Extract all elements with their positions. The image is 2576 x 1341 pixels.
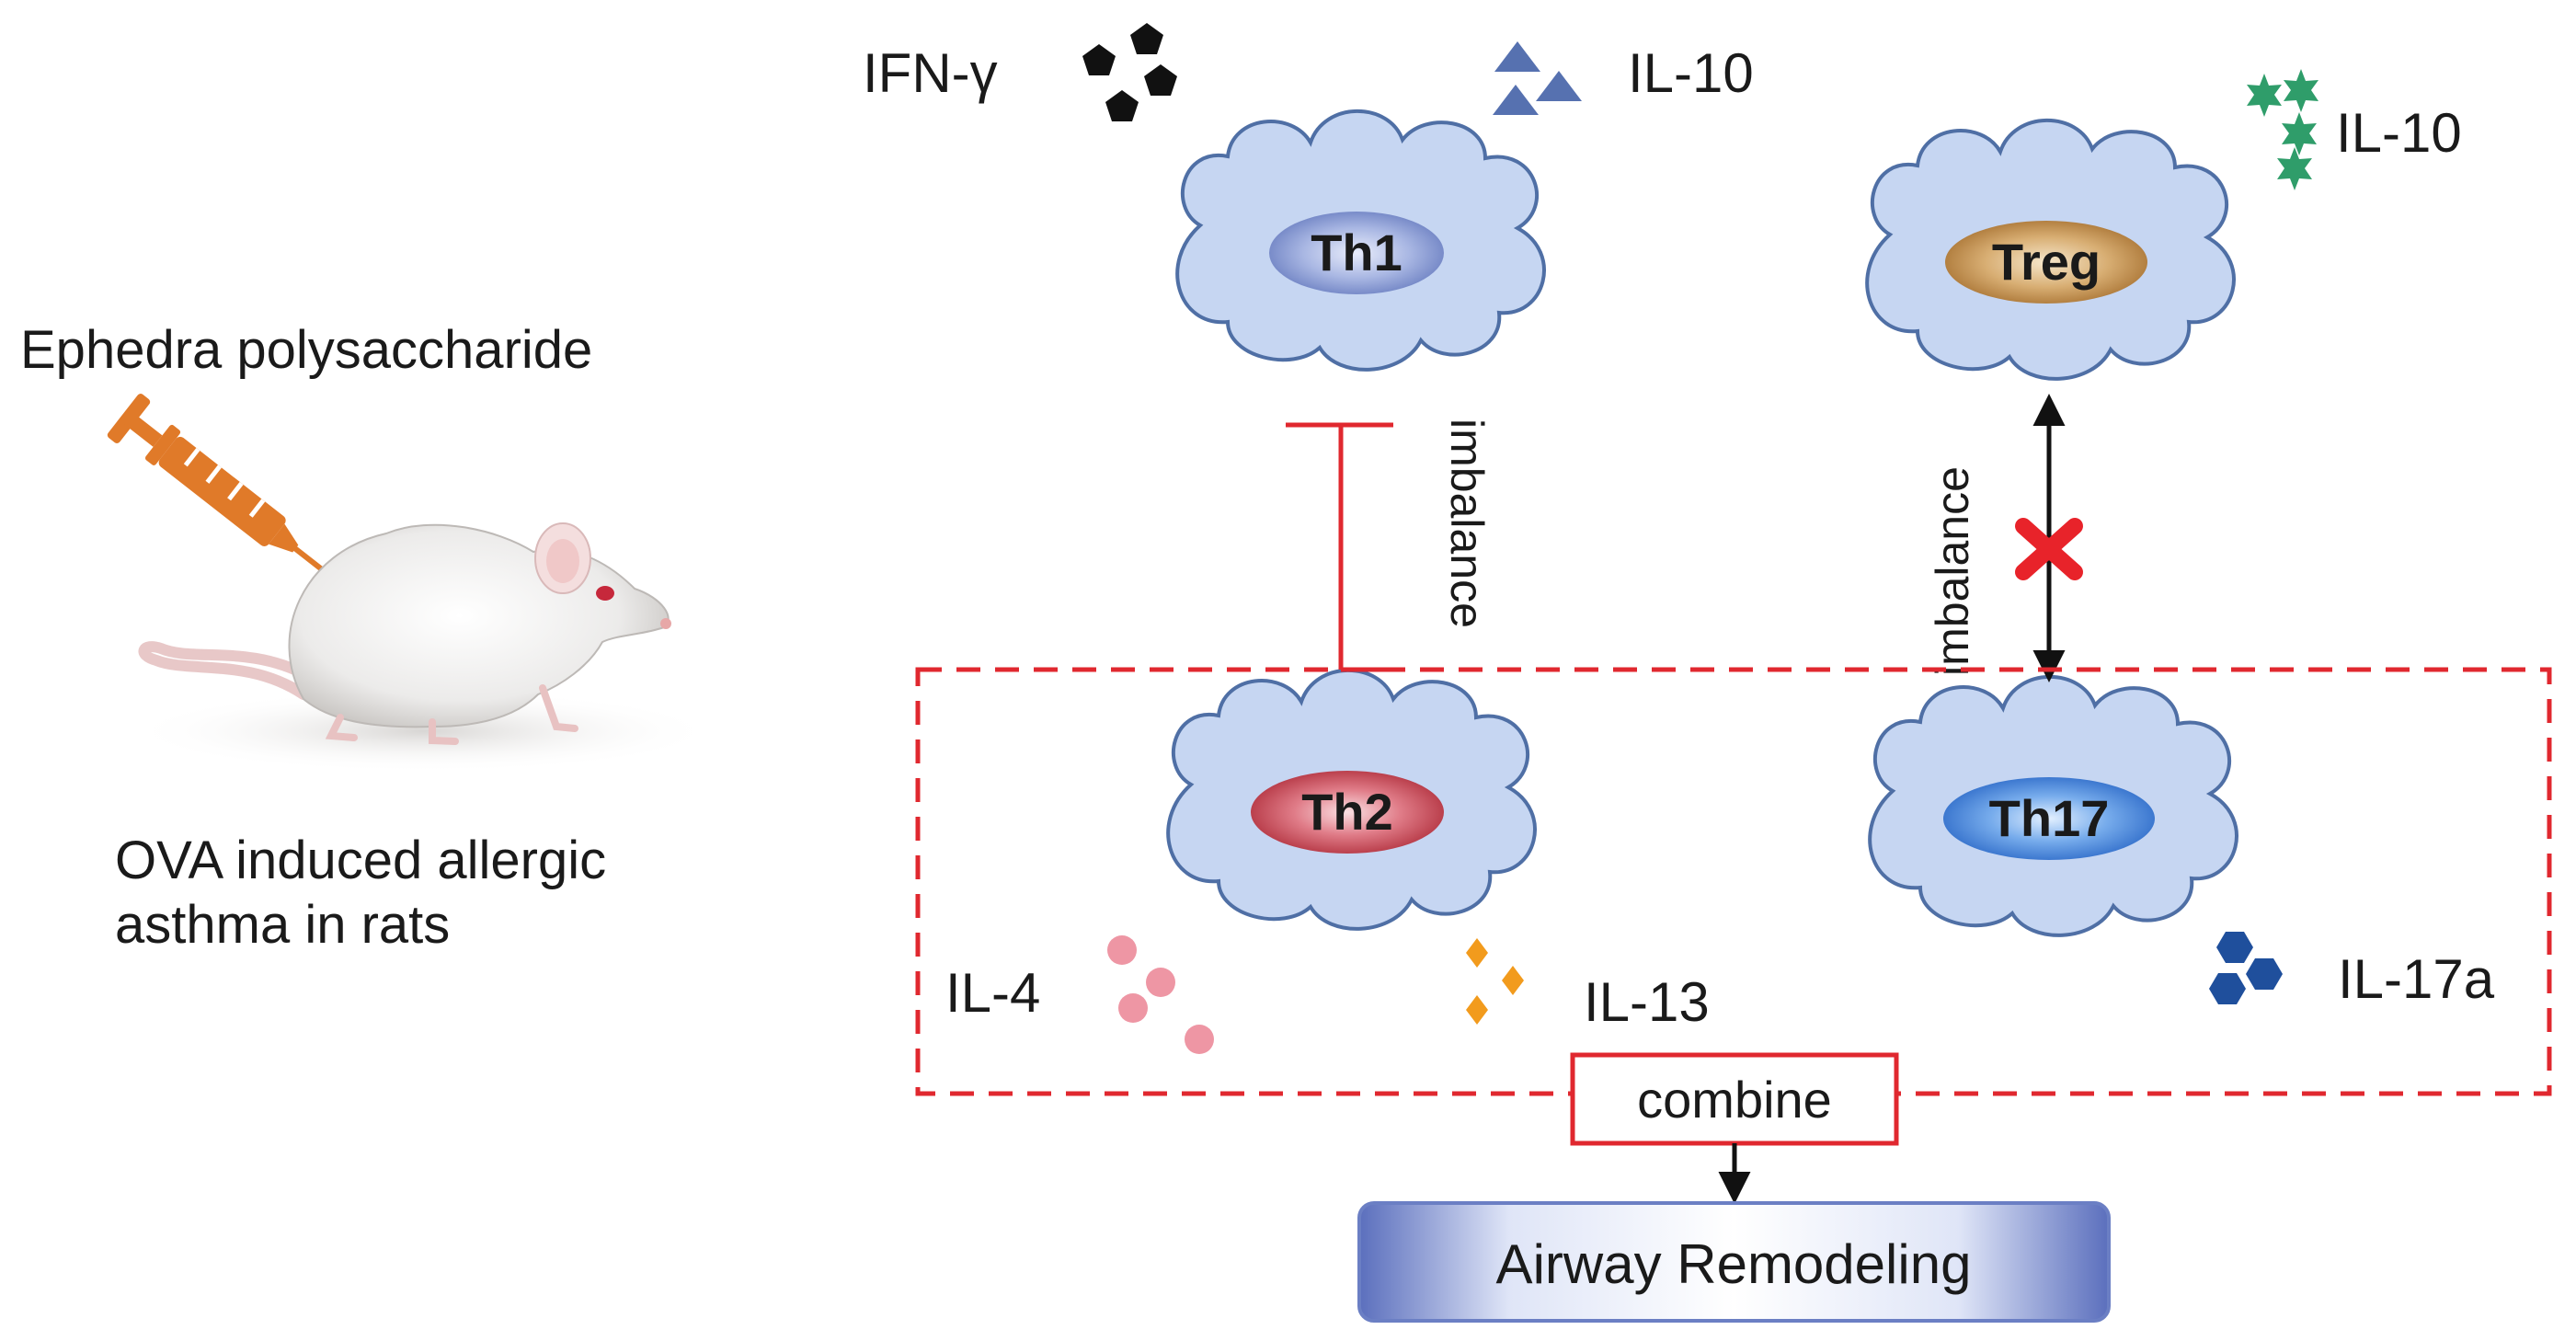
treg-nucleus (1945, 221, 2147, 304)
th1-th2-inhibition-connector (1286, 422, 1398, 672)
th1-cell: Th1 (1175, 109, 1546, 372)
model-label-line1: OVA induced allergic (115, 831, 606, 890)
th1-nucleus (1269, 212, 1444, 294)
treg-label: Treg (1992, 233, 2101, 291)
th2-label: Th2 (1301, 783, 1393, 841)
il4-marker-icon (1107, 935, 1214, 1054)
il10-treg-marker-icon (2247, 69, 2318, 190)
il13-label: IL-13 (1584, 971, 1710, 1033)
th1-th2-imbalance-label: imbalance (1441, 418, 1493, 628)
syringe-icon (107, 394, 338, 583)
il10-treg-label: IL-10 (2336, 102, 2462, 164)
ifn-gamma-marker-icon (1082, 23, 1177, 121)
airway-remodeling-box (1357, 1201, 2111, 1323)
treatment-label: Ephedra polysaccharide (20, 320, 592, 380)
il13-marker-icon (1466, 938, 1524, 1025)
blocked-cross-icon (2015, 518, 2083, 580)
airway-remodeling-label: Airway Remodeling (1496, 1233, 1972, 1295)
model-label-line2: asthma in rats (115, 895, 450, 955)
il17a-label: IL-17a (2338, 948, 2495, 1010)
treg-th17-imbalance-label: imbalance (1927, 466, 1978, 676)
th17-nucleus (1943, 777, 2155, 860)
treg-cell: Treg (1865, 118, 2236, 381)
il10-th1-marker-icon (1493, 41, 1582, 115)
th1-label: Th1 (1311, 224, 1402, 281)
th17-cell: Th17 (1868, 674, 2238, 937)
il10-th1-label: IL-10 (1628, 42, 1754, 104)
il17a-marker-icon (2209, 932, 2283, 1004)
th2-cell: Th2 (1166, 668, 1537, 931)
th2-nucleus (1251, 771, 1444, 854)
th2-th17-group-box (915, 667, 2552, 1096)
combine-label: combine (1637, 1071, 1832, 1129)
il4-label: IL-4 (945, 962, 1040, 1024)
rat-illustration (129, 522, 717, 773)
ifn-gamma-label: IFN-γ (863, 42, 998, 104)
th17-label: Th17 (1989, 789, 2110, 847)
